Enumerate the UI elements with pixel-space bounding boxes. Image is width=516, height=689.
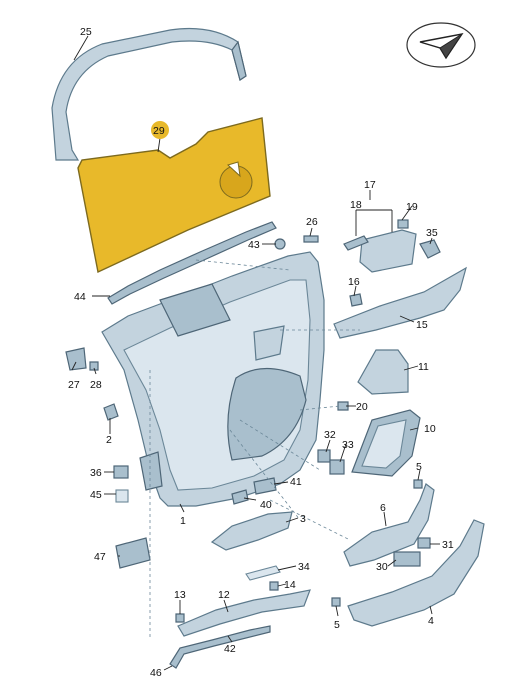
part-41 bbox=[253, 477, 277, 495]
callout-4: 4 bbox=[428, 615, 434, 627]
callout-45: 45 bbox=[90, 489, 102, 501]
callout-17: 17 bbox=[364, 179, 376, 191]
callout-43: 43 bbox=[248, 239, 260, 251]
callout-26: 26 bbox=[306, 216, 318, 228]
callout-3: 3 bbox=[300, 513, 306, 525]
callout-27: 27 bbox=[68, 379, 80, 391]
callout-28: 28 bbox=[90, 379, 102, 391]
insulation-panel bbox=[77, 117, 271, 274]
callout-41: 41 bbox=[290, 476, 302, 488]
callout-6: 6 bbox=[380, 502, 386, 514]
bracket-27 bbox=[65, 347, 87, 371]
callout-1: 1 bbox=[180, 515, 186, 527]
control-module-47 bbox=[115, 537, 151, 569]
callout-16: 16 bbox=[348, 276, 360, 288]
callout-32: 32 bbox=[324, 429, 336, 441]
callout-30: 30 bbox=[376, 561, 388, 573]
cable-harness bbox=[169, 625, 271, 669]
callout-40: 40 bbox=[260, 499, 272, 511]
callout-36: 36 bbox=[90, 467, 102, 479]
callout-29: 29 bbox=[153, 125, 165, 137]
callout-14: 14 bbox=[284, 579, 296, 591]
callout-20: 20 bbox=[356, 401, 368, 413]
screw-28 bbox=[89, 361, 99, 371]
callout-35: 35 bbox=[426, 227, 438, 239]
pocket-trim bbox=[210, 511, 293, 551]
arrow-emblem-icon bbox=[406, 22, 476, 68]
callout-2: 2 bbox=[106, 434, 112, 446]
switch-33 bbox=[329, 459, 345, 475]
callout-18: 18 bbox=[350, 199, 362, 211]
clip-31 bbox=[417, 537, 431, 549]
cover-45 bbox=[115, 489, 129, 503]
rail-clip bbox=[349, 293, 363, 307]
highlight-badge bbox=[151, 121, 169, 139]
callout-31: 31 bbox=[442, 539, 454, 551]
screw-5-top bbox=[413, 479, 423, 489]
callout-5-lower: 5 bbox=[334, 619, 340, 631]
guide-pin bbox=[303, 235, 319, 243]
switch-32 bbox=[317, 449, 331, 463]
callout-leaders bbox=[71, 35, 440, 671]
assembly-guide-lines bbox=[149, 259, 360, 640]
callout-19: 19 bbox=[406, 201, 418, 213]
callout-labels: 25 29 17 18 19 26 43 35 44 16 15 11 20 1… bbox=[68, 26, 454, 679]
switch-module bbox=[343, 483, 435, 567]
clip-2 bbox=[103, 403, 119, 421]
callout-11: 11 bbox=[418, 361, 429, 373]
callout-25: 25 bbox=[80, 26, 92, 38]
part-40 bbox=[231, 489, 249, 505]
screw-5-bottom bbox=[331, 597, 341, 607]
callout-42: 42 bbox=[224, 643, 236, 655]
retaining-strip bbox=[107, 221, 277, 305]
part-34 bbox=[245, 565, 281, 581]
callout-10: 10 bbox=[424, 423, 436, 435]
switch-30 bbox=[393, 551, 421, 567]
armrest-trim bbox=[347, 519, 485, 627]
callout-44: 44 bbox=[74, 291, 86, 303]
callout-5-upper: 5 bbox=[416, 461, 422, 473]
speaker-cover-upper bbox=[357, 349, 409, 395]
callout-15: 15 bbox=[416, 319, 428, 331]
callout-13: 13 bbox=[174, 589, 186, 601]
fixing-screw-20 bbox=[337, 401, 349, 411]
upper-trim-rail bbox=[333, 266, 467, 339]
handle-bracket bbox=[419, 239, 441, 259]
callout-46: 46 bbox=[150, 667, 162, 679]
switch-36 bbox=[113, 465, 129, 479]
callout-47: 47 bbox=[94, 551, 106, 563]
callout-12: 12 bbox=[218, 589, 230, 601]
trim-clip bbox=[274, 238, 286, 250]
callout-34: 34 bbox=[298, 561, 310, 573]
lower-trim-strip bbox=[177, 589, 311, 637]
callout-33: 33 bbox=[342, 439, 354, 451]
inner-handle-assembly bbox=[359, 229, 417, 273]
screw-13 bbox=[175, 613, 185, 623]
screw-14 bbox=[269, 581, 279, 591]
